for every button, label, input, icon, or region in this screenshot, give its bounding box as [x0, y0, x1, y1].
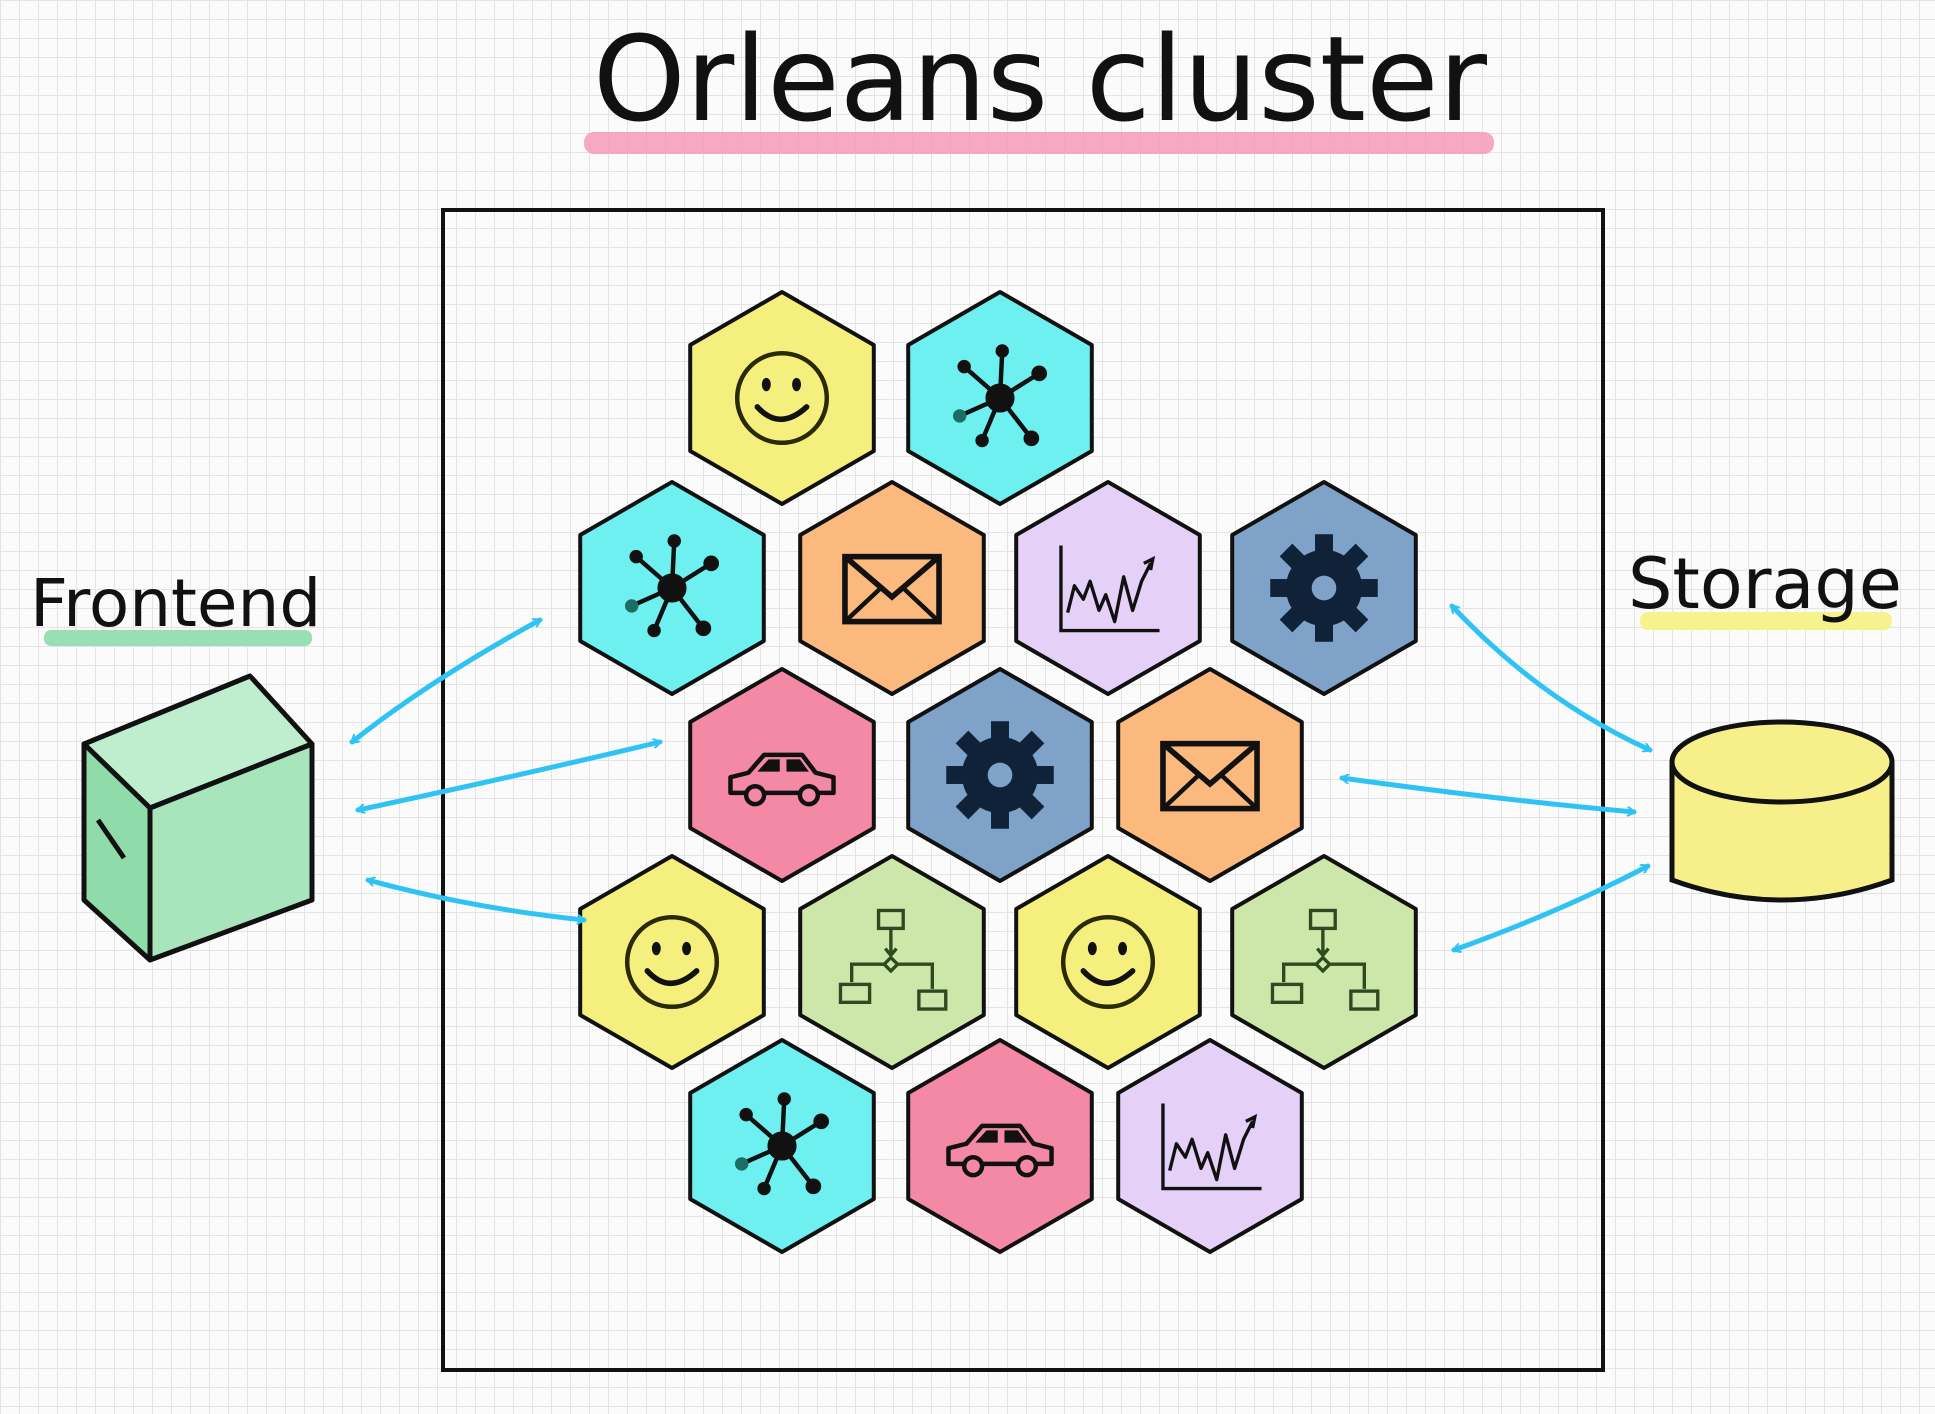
arrow-storage-to-grain-1: [1449, 603, 1653, 750]
frontend-node: Frontend: [30, 565, 321, 963]
storage-label: Storage: [1628, 543, 1902, 625]
page-title: Orleans cluster: [593, 10, 1488, 148]
grain-hexagon: [1116, 1038, 1304, 1254]
grain-hexagon: [578, 854, 766, 1070]
grain-hexagon: [1230, 480, 1418, 696]
arrow-frontend-to-grain-2: [355, 742, 663, 810]
arrow-frontend-to-grain-1: [349, 617, 543, 745]
grain-hexagon: [906, 1038, 1094, 1254]
grain-hexagon: [906, 290, 1094, 506]
grain-hexagon: [688, 667, 876, 883]
grain-hexagon-shape: [1230, 854, 1418, 1070]
grain-hexagon: [906, 667, 1094, 883]
grain-hexagon: [1014, 854, 1202, 1070]
grain-hexagon-shape: [688, 290, 876, 506]
storage-label-underline: [1640, 612, 1892, 630]
gear-icon: [946, 721, 1054, 829]
gear-icon: [1270, 534, 1378, 642]
frontend-label-underline: [44, 630, 312, 646]
storage-database-icon: [1669, 719, 1895, 903]
grain-hexagon: [1014, 480, 1202, 696]
title-underline: [584, 132, 1494, 154]
connection-arrows: [349, 603, 1653, 950]
grain-hexagon-shape: [578, 854, 766, 1070]
grain-hexagon-shape: [1014, 854, 1202, 1070]
storage-node: Storage: [1628, 543, 1902, 903]
grain-hexagon: [688, 290, 876, 506]
grain-grid: [578, 290, 1418, 1254]
grain-hexagon-shape: [688, 667, 876, 883]
grain-hexagon: [1116, 667, 1304, 883]
arrow-storage-to-grain-3: [1451, 863, 1651, 950]
grain-hexagon-shape: [798, 854, 986, 1070]
grain-hexagon: [798, 480, 986, 696]
arrow-storage-to-grain-2: [1339, 778, 1637, 812]
grain-hexagon: [688, 1038, 876, 1254]
frontend-label: Frontend: [30, 565, 321, 642]
grain-hexagon: [1230, 854, 1418, 1070]
arrow-frontend-to-grain-3: [365, 880, 587, 920]
grain-hexagon-shape: [1116, 1038, 1304, 1254]
grain-hexagon: [798, 854, 986, 1070]
grain-hexagon-shape: [906, 1038, 1094, 1254]
frontend-box-icon: [81, 673, 315, 963]
grain-hexagon-shape: [1116, 667, 1304, 883]
grain-hexagon-shape: [1014, 480, 1202, 696]
grain-hexagon-shape: [798, 480, 986, 696]
grain-hexagon: [578, 480, 766, 696]
